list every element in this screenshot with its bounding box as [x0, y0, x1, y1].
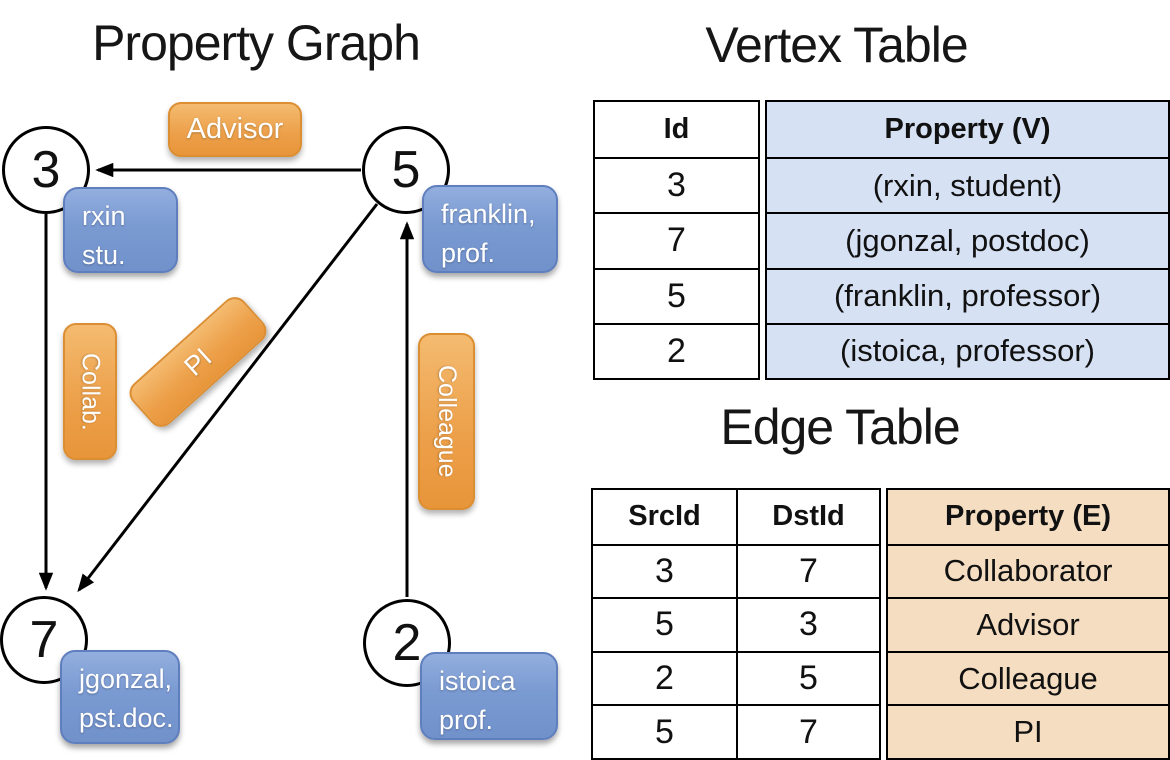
table-cell: 7	[595, 212, 758, 267]
vertex-label-line: istoica	[439, 666, 516, 696]
vertex-label-line: franklin,	[441, 199, 536, 229]
table-cell: 7	[736, 704, 879, 758]
edge-table-property-column: Property (E) Collaborator Advisor Collea…	[886, 488, 1170, 760]
table-cell: (franklin, professor)	[767, 267, 1168, 323]
vertex-label-line: stu.	[82, 240, 126, 271]
edge-label-collab: Collab.	[63, 323, 117, 460]
vertex-table-id-header: Id	[663, 113, 690, 146]
vertex-label-jgonzal: jgonzal, pst.doc.	[60, 650, 180, 744]
table-cell: 3	[595, 157, 758, 212]
vertex-node-7-id: 7	[29, 611, 59, 669]
vertex-table-title: Vertex Table	[705, 17, 968, 73]
edge-label-colleague: Colleague	[418, 333, 475, 510]
vertex-node-2: 2	[363, 599, 451, 687]
table-cell: 5	[593, 704, 736, 758]
vertex-node-3-id: 3	[31, 141, 61, 199]
edge-table-dst-header: DstId	[736, 490, 879, 544]
table-cell: (rxin, student)	[767, 157, 1168, 213]
table-cell: 3	[736, 597, 879, 651]
vertex-label-line: pst.doc.	[79, 703, 174, 734]
table-cell: 2	[595, 322, 758, 378]
table-cell: PI	[888, 704, 1168, 758]
property-graph-title: Property Graph	[92, 15, 421, 71]
edge-table-src-header: SrcId	[628, 500, 701, 533]
edge-5-to-7-arrow	[77, 203, 379, 593]
table-cell: Collaborator	[888, 543, 1168, 598]
table-cell: 7	[736, 543, 879, 598]
table-cell: 3	[593, 543, 736, 598]
vertex-label-line: jgonzal,	[79, 664, 173, 694]
table-cell: (istoica, professor)	[767, 322, 1168, 378]
edge-table-title: Edge Table	[720, 399, 960, 455]
vertex-table-id-column: Id 3 7 5 2	[593, 100, 760, 380]
edge-table-property-header: Property (E)	[888, 490, 1168, 544]
graph-edges	[38, 162, 415, 597]
edge-label-advisor: Advisor	[168, 102, 302, 157]
table-cell: (jgonzal, postdoc)	[767, 212, 1168, 268]
table-cell: 5	[593, 597, 736, 651]
vertex-label-line: prof.	[439, 705, 494, 736]
table-cell: 2	[593, 650, 736, 705]
table-cell: 5	[736, 650, 879, 705]
table-cell: Colleague	[888, 650, 1168, 705]
vertex-node-5-id: 5	[391, 141, 421, 199]
vertex-table-property-column: Property (V) (rxin, student) (jgonzal, p…	[765, 100, 1170, 380]
vertex-node-2-id: 2	[392, 614, 422, 672]
vertex-node-5: 5	[362, 126, 450, 214]
vertex-label-istoica: istoica prof.	[420, 652, 558, 740]
table-cell: 5	[595, 267, 758, 323]
edge-table-id-columns: SrcId DstId 3 7 5 3 2 5 5 7	[591, 488, 881, 760]
vertex-label-rxin: rxin stu.	[63, 187, 178, 273]
vertex-label-line: rxin	[82, 201, 126, 231]
vertex-table-property-header: Property (V)	[767, 102, 1168, 158]
table-cell: Advisor	[888, 597, 1168, 651]
vertex-label-line: prof.	[441, 238, 496, 269]
vertex-label-franklin: franklin, prof.	[422, 185, 558, 273]
